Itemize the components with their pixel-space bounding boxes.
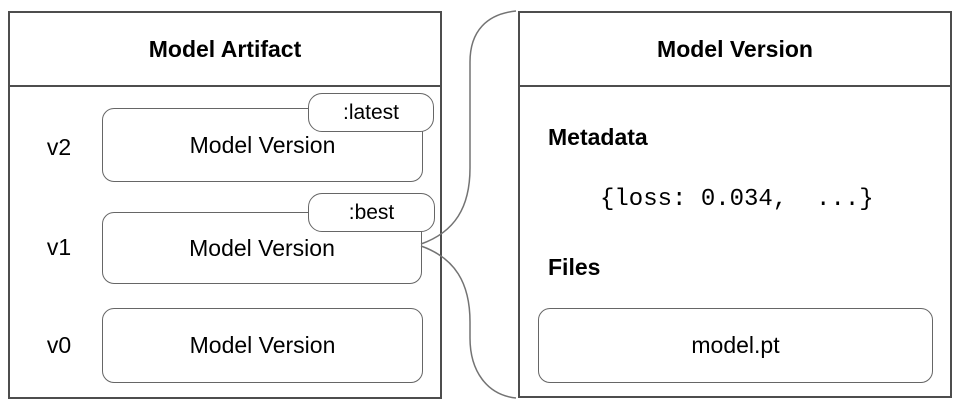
- model-version-detail-title: Model Version: [520, 13, 950, 87]
- metadata-heading: Metadata: [548, 124, 648, 150]
- model-version-box-v0: Model Version: [102, 308, 423, 383]
- model-version-box-v0-label: Model Version: [189, 332, 336, 358]
- model-version-box-v2: Model Version: [102, 108, 423, 182]
- model-version-box-v1-label: Model Version: [189, 234, 335, 261]
- version-label-v2: v2: [46, 134, 72, 160]
- alias-tag-latest-label: :latest: [342, 100, 400, 124]
- alias-tag-latest: :latest: [308, 93, 434, 132]
- version-label-v1: v1: [46, 234, 72, 260]
- version-label-v0: v0: [46, 332, 72, 358]
- file-box: model.pt: [538, 308, 933, 383]
- model-version-box-v2-label: Model Version: [189, 131, 336, 158]
- model-artifact-panel-title: Model Artifact: [10, 13, 440, 87]
- alias-tag-best-label: :best: [348, 200, 395, 224]
- files-heading: Files: [548, 254, 601, 280]
- file-name: model.pt: [691, 332, 780, 358]
- metadata-content: {loss: 0.034, ...}: [600, 186, 874, 213]
- alias-tag-best: :best: [308, 193, 435, 232]
